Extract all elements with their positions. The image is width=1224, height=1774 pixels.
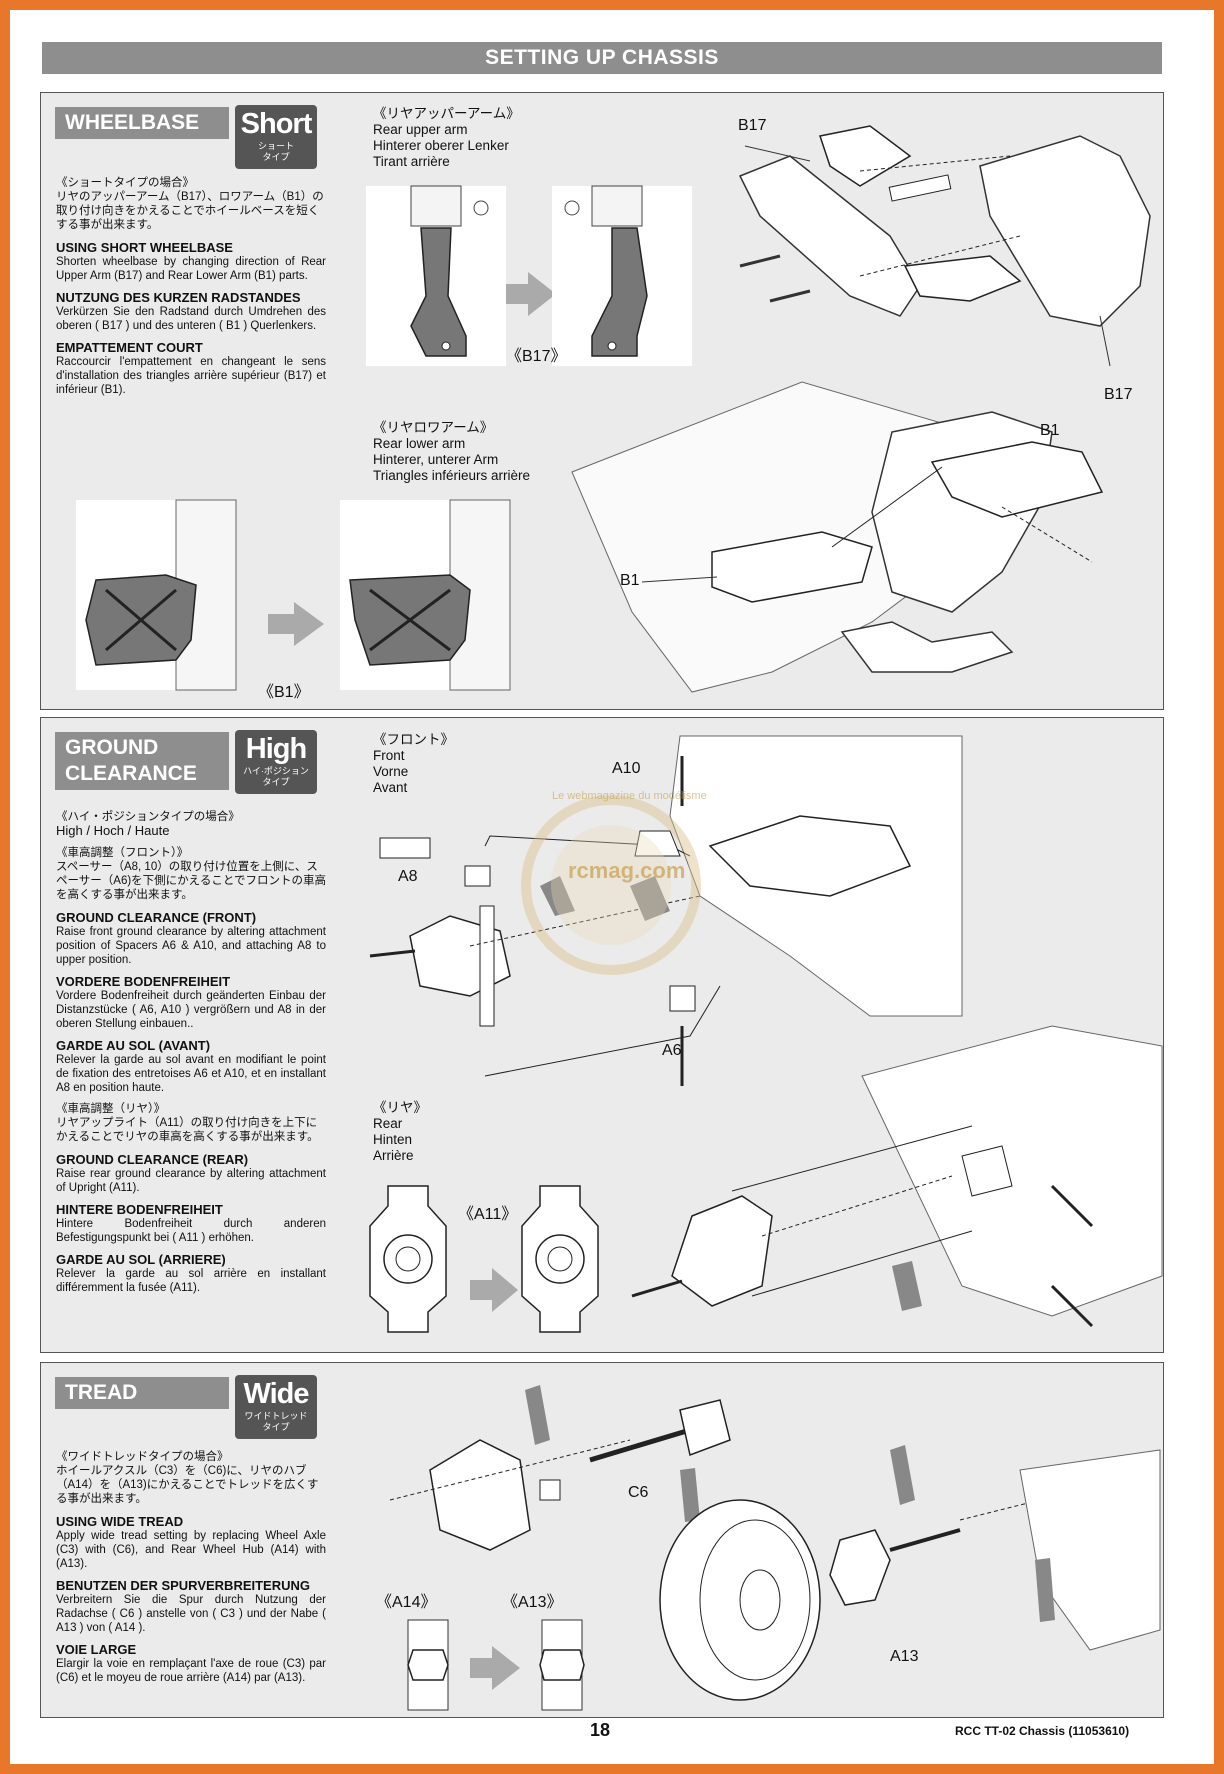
hub-before-diagram [407, 1619, 449, 1711]
a10-label: A10 [612, 760, 641, 777]
wheel-hub-diagram [659, 1445, 1161, 1701]
badge-text: High [245, 733, 307, 765]
lower-arm-before-diagram [76, 499, 237, 691]
badge-text: Short [240, 108, 313, 140]
badge-sub: ハイ·ポジション [243, 766, 309, 776]
direction-arrow [470, 1268, 518, 1312]
direction-arrow [470, 1646, 520, 1690]
badge-sub: ワイドトレッド [244, 1411, 308, 1421]
front-caption: 《フロント》 Front Vorne Avant [373, 732, 454, 795]
watermark-text: rcmag.com [568, 858, 686, 883]
badge-text: Wide [243, 1378, 309, 1410]
upper-arm-exploded-diagram [738, 125, 1151, 367]
manual-reference: RCC TT-02 Chassis (11053610) [955, 1724, 1130, 1738]
wheelbase-heading: WHEELBASE [55, 107, 229, 139]
wide-badge: Wide ワイドトレッド タイプ [235, 1375, 317, 1439]
lower-arm-after-diagram [340, 499, 511, 691]
watermark-ring-text: Le webmagazine du modélisme [552, 790, 707, 802]
rear-upright-before-diagram [369, 1185, 447, 1333]
upper-arm-caption: 《リヤアッパーアーム》 Rear upper arm Hinterer ober… [373, 106, 520, 169]
front-suspension-diagram [369, 735, 963, 1086]
lower-arm-caption: 《リヤロワアーム》 Rear lower arm Hinterer, unter… [373, 420, 531, 483]
hub-after-diagram [539, 1619, 585, 1711]
short-badge: Short ショート タイプ [235, 105, 317, 169]
b1-label-left: B1 [620, 572, 640, 589]
upper-arm-after-diagram [552, 185, 692, 366]
wheelbase-instructions: 《ショートタイプの場合》リヤのアッパーアーム（B17）、ロワアーム（B1）の取り… [56, 177, 326, 396]
high-badge: High ハイ·ポジション タイプ [235, 730, 317, 794]
upper-arm-before-diagram [366, 185, 506, 366]
a13-label: A13 [890, 1648, 919, 1665]
b17-label-bottom: B17 [1104, 386, 1133, 403]
rear-suspension-diagram [631, 1025, 1163, 1328]
ground-clearance-instructions: 《ハイ・ポジションタイプの場合》High / Hoch / Haute 《車高調… [56, 811, 326, 1294]
b17-label-top: B17 [738, 117, 767, 134]
a6-label: A6 [662, 1042, 682, 1059]
b1-label-right: B1 [1040, 422, 1060, 439]
badge-sub: タイプ [262, 1422, 290, 1432]
tread-heading: TREAD [55, 1377, 229, 1409]
page-number: 18 [590, 1720, 611, 1740]
direction-arrow [268, 602, 324, 646]
badge-sub: タイプ [262, 777, 290, 787]
watermark-logo [521, 795, 701, 975]
ground-clearance-heading: GROUND CLEARANCE [55, 732, 229, 790]
c6-label: C6 [628, 1484, 649, 1501]
a8-label: A8 [398, 868, 418, 885]
page-title: SETTING UP CHASSIS [42, 42, 1162, 74]
a11-tag: 《A11》 [458, 1206, 518, 1223]
rear-caption: 《リヤ》 Rear Hinten Arrière [373, 1100, 427, 1163]
tread-instructions: 《ワイドトレッドタイプの場合》ホイールアクスル（C3）を（C6)に、リヤのハブ（… [56, 1451, 326, 1684]
a13-tag: 《A13》 [502, 1594, 563, 1611]
axle-exploded-diagram [389, 1385, 731, 1551]
badge-sub: タイプ [262, 152, 290, 162]
lower-arm-exploded-diagram [571, 381, 1104, 693]
rear-upright-after-diagram [521, 1185, 599, 1333]
badge-sub: ショート [257, 141, 294, 151]
a14-tag: 《A14》 [376, 1594, 437, 1611]
b17-tag: 《B17》 [506, 348, 567, 365]
tread-panel: TREAD Wide ワイドトレッド タイプ [40, 1362, 1164, 1718]
b1-tag: 《B1》 [258, 684, 310, 701]
direction-arrow [506, 272, 556, 316]
